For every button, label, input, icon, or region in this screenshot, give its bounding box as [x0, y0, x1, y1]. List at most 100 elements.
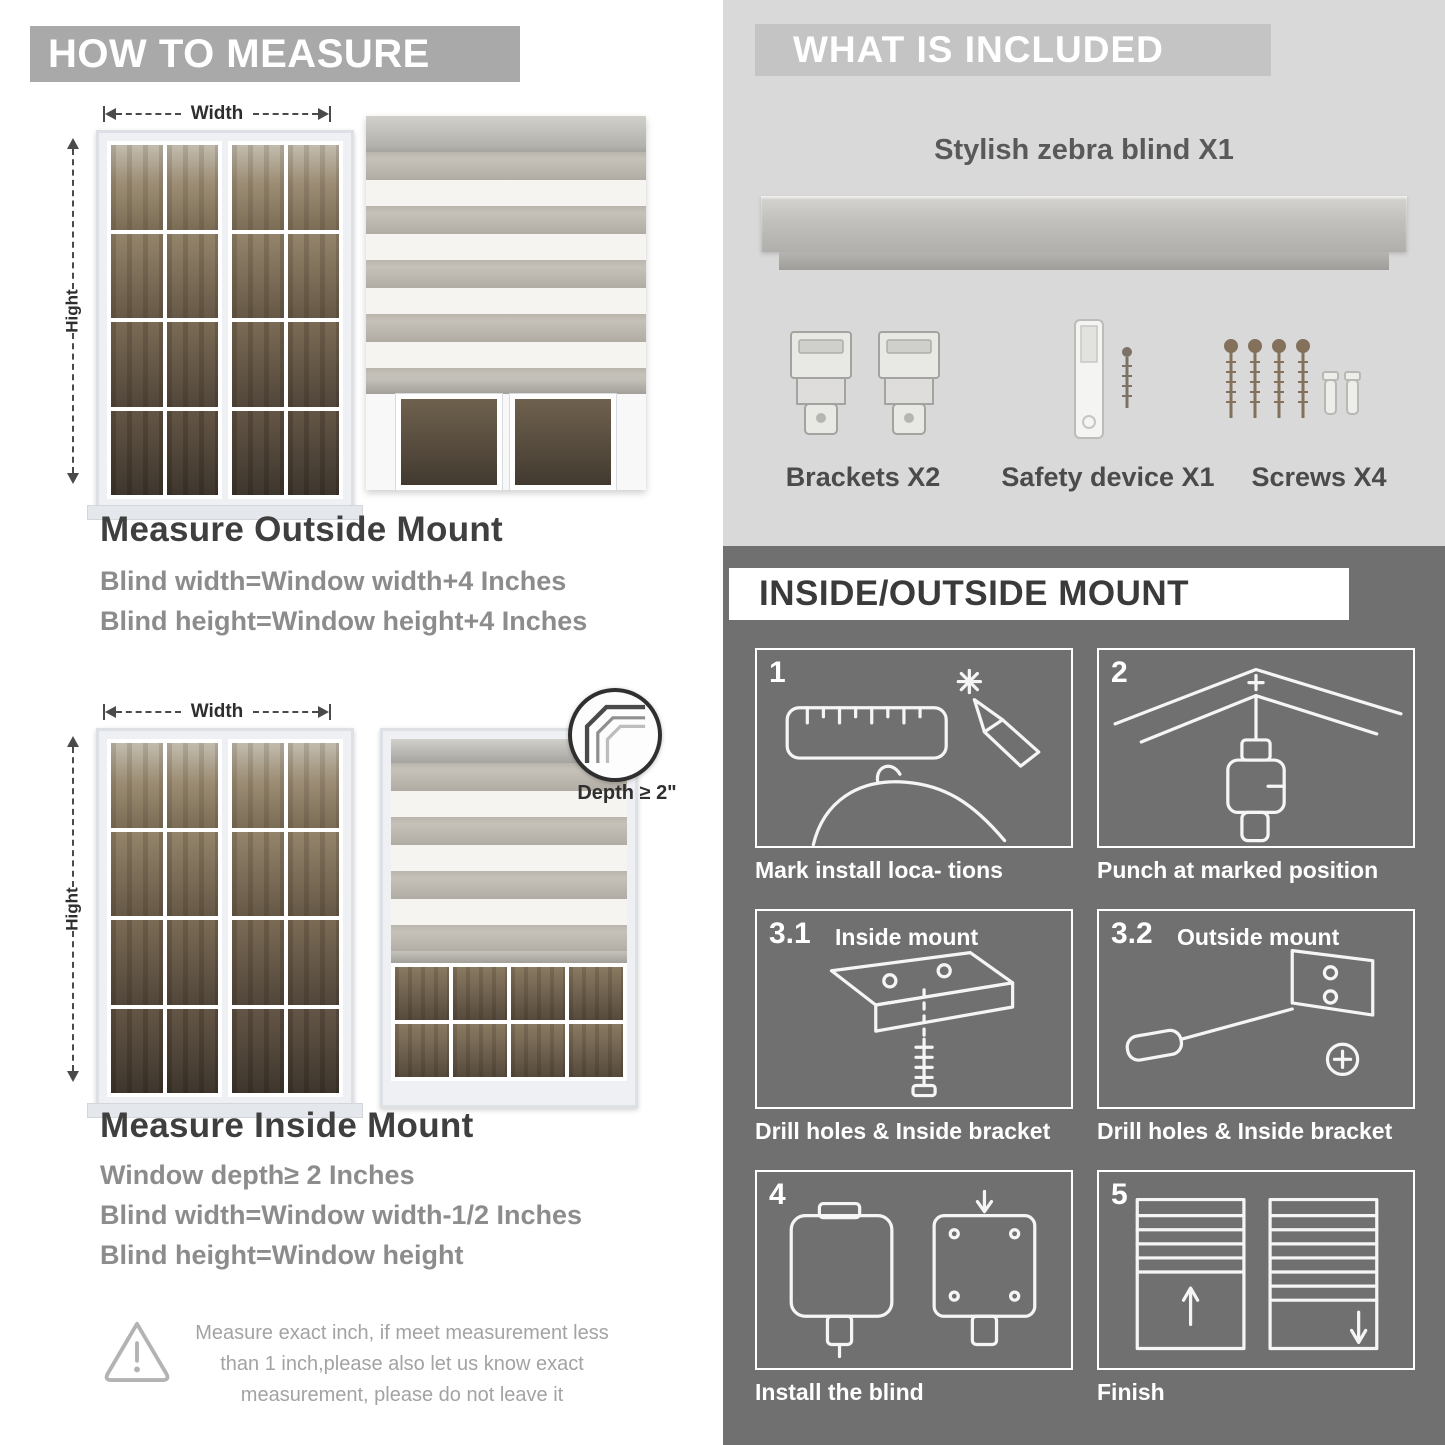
warning-triangle-icon [104, 1321, 170, 1383]
window-illustration-inside [87, 728, 363, 1118]
window-behind-blind [366, 393, 646, 491]
window-pane [511, 1024, 565, 1077]
step-1-illustration-box: 1 [755, 648, 1073, 848]
step-2-illustration-box: 2 [1097, 648, 1415, 848]
screws-icon [1224, 339, 1361, 418]
safety-device-label: Safety device X1 [1001, 462, 1215, 492]
what-is-included-banner: WHAT IS INCLUDED [755, 24, 1271, 76]
blind-zebra-stripes [391, 763, 627, 951]
step-5-caption: Finish [1097, 1379, 1165, 1405]
arrow-dash [253, 711, 318, 713]
step-1: 1 [755, 648, 1073, 893]
arrow-dash [116, 711, 181, 713]
window-illustration-outside [87, 130, 363, 520]
depth-detail-magnifier [568, 688, 662, 782]
window-pane [395, 1024, 449, 1077]
measure-warning-text: Measure exact inch, if meet measurement … [195, 1322, 609, 1406]
window-pane [111, 920, 163, 1005]
window-pane [232, 322, 284, 407]
window-pane [111, 410, 163, 495]
mark-location-icon [785, 668, 1041, 846]
step-3-1-illustration-box: 3.1 Inside mount [755, 909, 1073, 1109]
step-number: 4 [769, 1178, 786, 1211]
window-pane [287, 920, 339, 1005]
window-pane [232, 920, 284, 1005]
window-pane [111, 322, 163, 407]
window-sill [87, 505, 363, 520]
window-pane [166, 920, 218, 1005]
window-pane [395, 967, 449, 1020]
arrow-right-head [318, 706, 329, 718]
finish-blinds-icon [1135, 1197, 1379, 1351]
window-sill [87, 1103, 363, 1118]
window-pane [166, 831, 218, 916]
step-3-2-illustration-box: 3.2 Outside mount [1097, 909, 1415, 1109]
brackets-icon [790, 331, 940, 435]
outside-mount-heading: Measure Outside Mount [100, 510, 504, 549]
mount-instructions-panel: INSIDE/OUTSIDE MOUNT 1 [723, 546, 1445, 1445]
step-1-caption: Mark install loca- tions [755, 857, 1003, 883]
window-pane [511, 967, 565, 1020]
window-pane [111, 233, 163, 318]
window-corner-depth-icon [584, 704, 646, 763]
window-pane [166, 410, 218, 495]
window-sash [228, 739, 343, 1097]
arrow-end-tick [103, 704, 105, 720]
blind-bottom-rail [366, 378, 646, 394]
window-pane [232, 145, 284, 230]
width-label: Width [190, 103, 244, 124]
arrow-dash [72, 149, 74, 289]
arrow-down-head [67, 1071, 79, 1082]
arrow-end-tick [103, 106, 105, 122]
step-3-1-title: Inside mount [835, 924, 979, 950]
blind-bottom-rail [391, 951, 627, 963]
window-sash [228, 141, 343, 499]
window-sash [107, 141, 222, 499]
screws-label: Screws X4 [1251, 462, 1387, 492]
step-4-caption: Install the blind [755, 1379, 924, 1405]
arrow-end-tick [329, 106, 331, 122]
what-is-included-panel: WHAT IS INCLUDED Stylish zebra blind X1 [723, 0, 1445, 546]
blind-cassette [366, 116, 646, 152]
arrow-left-head [105, 108, 116, 120]
arrow-dash [116, 113, 181, 115]
window-pane [453, 1024, 507, 1077]
height-arrow-outside: Hight [62, 138, 84, 484]
step-number: 5 [1111, 1178, 1128, 1211]
window-sash [107, 739, 222, 1097]
arrow-up-head [67, 736, 79, 747]
step-3-2-title: Outside mount [1177, 924, 1340, 950]
window-pane [166, 1008, 218, 1093]
install-blind-icon [789, 1189, 1037, 1359]
safety-device-icon [1074, 319, 1132, 439]
arrow-left-head [105, 706, 116, 718]
zebra-blind-outside-mount [366, 116, 646, 491]
window-pane [569, 1024, 623, 1077]
blind-zebra-stripes [366, 152, 646, 378]
step-number: 3.1 [769, 917, 811, 950]
step-4: 4 [755, 1170, 1073, 1415]
window-pane [287, 410, 339, 495]
width-arrow-inside: Width [103, 701, 331, 722]
inside-mount-line-1: Window depth≥ 2 Inches [100, 1160, 415, 1190]
window-pane [111, 1008, 163, 1093]
window-pane [232, 1008, 284, 1093]
window-pane [395, 393, 503, 491]
mount-banner: INSIDE/OUTSIDE MOUNT [729, 568, 1349, 620]
step-2: 2 Punch at mark [1097, 648, 1415, 893]
width-label: Width [190, 701, 244, 722]
arrow-end-tick [329, 704, 331, 720]
window-pane [111, 743, 163, 828]
outside-mount-line-2: Blind height=Window height+4 Inches [100, 606, 588, 636]
step-2-caption: Punch at marked position [1097, 857, 1379, 883]
step-3-2: 3.2 Outside mount Drill holes & Ins [1097, 909, 1415, 1154]
blind-headrail-image [761, 196, 1407, 252]
arrow-dash [253, 113, 318, 115]
blind-headrail-lower-image [779, 252, 1389, 270]
window-pane [232, 831, 284, 916]
step-5-illustration-box: 5 [1097, 1170, 1415, 1370]
how-to-measure-banner: HOW TO MEASURE [30, 26, 520, 82]
step-4-illustration-box: 4 [755, 1170, 1073, 1370]
outside-bracket-icon [1125, 949, 1375, 1077]
